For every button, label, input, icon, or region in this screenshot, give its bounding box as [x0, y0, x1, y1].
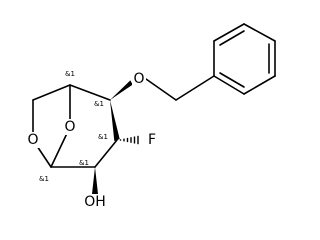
atom-label-benzyl-oxygen: O — [133, 71, 144, 87]
atom-label-fluorine: F — [148, 132, 156, 148]
wedge-bond-c-oh-hydroxyl — [92, 167, 98, 194]
bond-o-benzyl-ch2 — [145, 78, 177, 101]
atom-label-hydroxyl: OH — [84, 194, 106, 210]
stereo-label-c-f: &1 — [98, 133, 108, 141]
atom-label-ring-oxygen: O — [27, 132, 38, 148]
bond-bridgehead-top-c-obn — [69, 84, 111, 101]
hashed-bond-c-f-fluorine — [119, 135, 139, 145]
wedge-bond-c-obn-o-benzyl — [110, 80, 133, 100]
stereo-descriptors: &1 &1 &1 &1 &1 — [39, 70, 108, 183]
bond-phenyl-double-3 — [219, 72, 245, 88]
stereo-label-bridgehead-top: &1 — [65, 70, 75, 78]
stereo-label-c-oh: &1 — [79, 159, 89, 167]
bond-ch2-phenyl — [175, 75, 215, 101]
bond-ch2-bridgehead-top — [32, 84, 71, 101]
bond-c-f-c-oh — [94, 139, 118, 168]
molecule-structure-diagram: O O O F OH &1 &1 &1 &1 &1 — [26, 23, 276, 210]
stereo-label-c-obn: &1 — [94, 100, 104, 108]
stereo-label-bridgehead-bottom: &1 — [39, 175, 49, 183]
atom-label-bridge-oxygen: O — [64, 119, 75, 135]
bond-lines — [32, 23, 276, 168]
bond-phenyl-5 — [243, 75, 276, 95]
bond-phenyl-double-1 — [219, 30, 245, 46]
bond-phenyl-2 — [213, 23, 245, 42]
bond-phenyl-3 — [243, 23, 276, 42]
bond-phenyl-6 — [213, 75, 245, 95]
stereo-bonds — [92, 80, 139, 194]
wedge-bond-c-obn-c-f — [110, 100, 120, 141]
atom-labels: O O O F OH — [26, 71, 158, 210]
